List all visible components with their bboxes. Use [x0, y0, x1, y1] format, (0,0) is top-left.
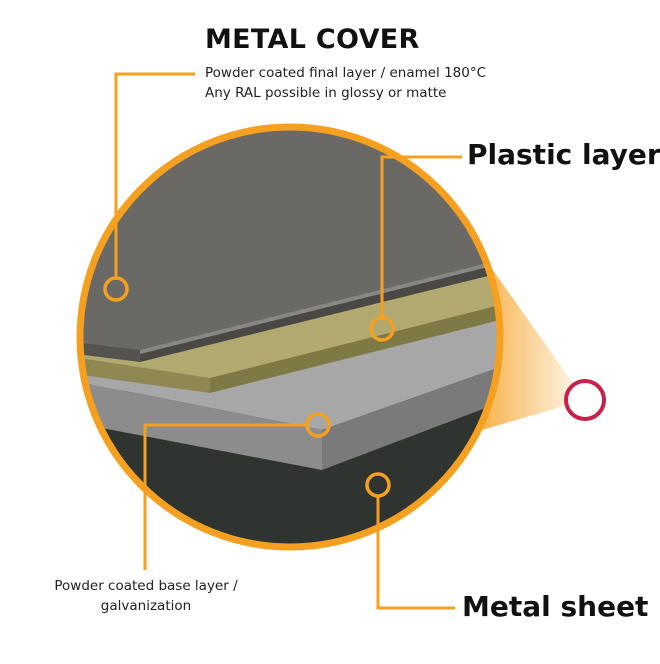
zoom-source-marker [564, 379, 606, 421]
metal-cover-marker [103, 276, 129, 302]
plastic-layer-label: Plastic layer [467, 138, 660, 171]
layers-group [80, 127, 500, 547]
metal-sheet-leader [376, 497, 455, 610]
plastic-layer-leader [380, 155, 462, 317]
magnifier-circle [76, 123, 504, 551]
base-layer-leader [143, 423, 307, 570]
base-layer-note-line2: galvanization [100, 598, 192, 614]
magnifier-cone [475, 245, 585, 432]
metal-cover-leader [114, 72, 195, 280]
base-layer-note-line1: Powder coated base layer / [54, 578, 238, 594]
page-title: METAL COVER [205, 24, 420, 55]
base-layer-marker [305, 412, 331, 438]
metal-cover-note-line1: Powder coated final layer / enamel 180°C [205, 65, 487, 81]
metal-cover-note-line2: Any RAL possible in glossy or matte [205, 85, 447, 101]
plastic-layer-marker [369, 316, 395, 342]
metal-sheet-marker [365, 472, 391, 498]
top-cover-layer [80, 127, 500, 350]
metal-sheet-label: Metal sheet [462, 590, 649, 623]
